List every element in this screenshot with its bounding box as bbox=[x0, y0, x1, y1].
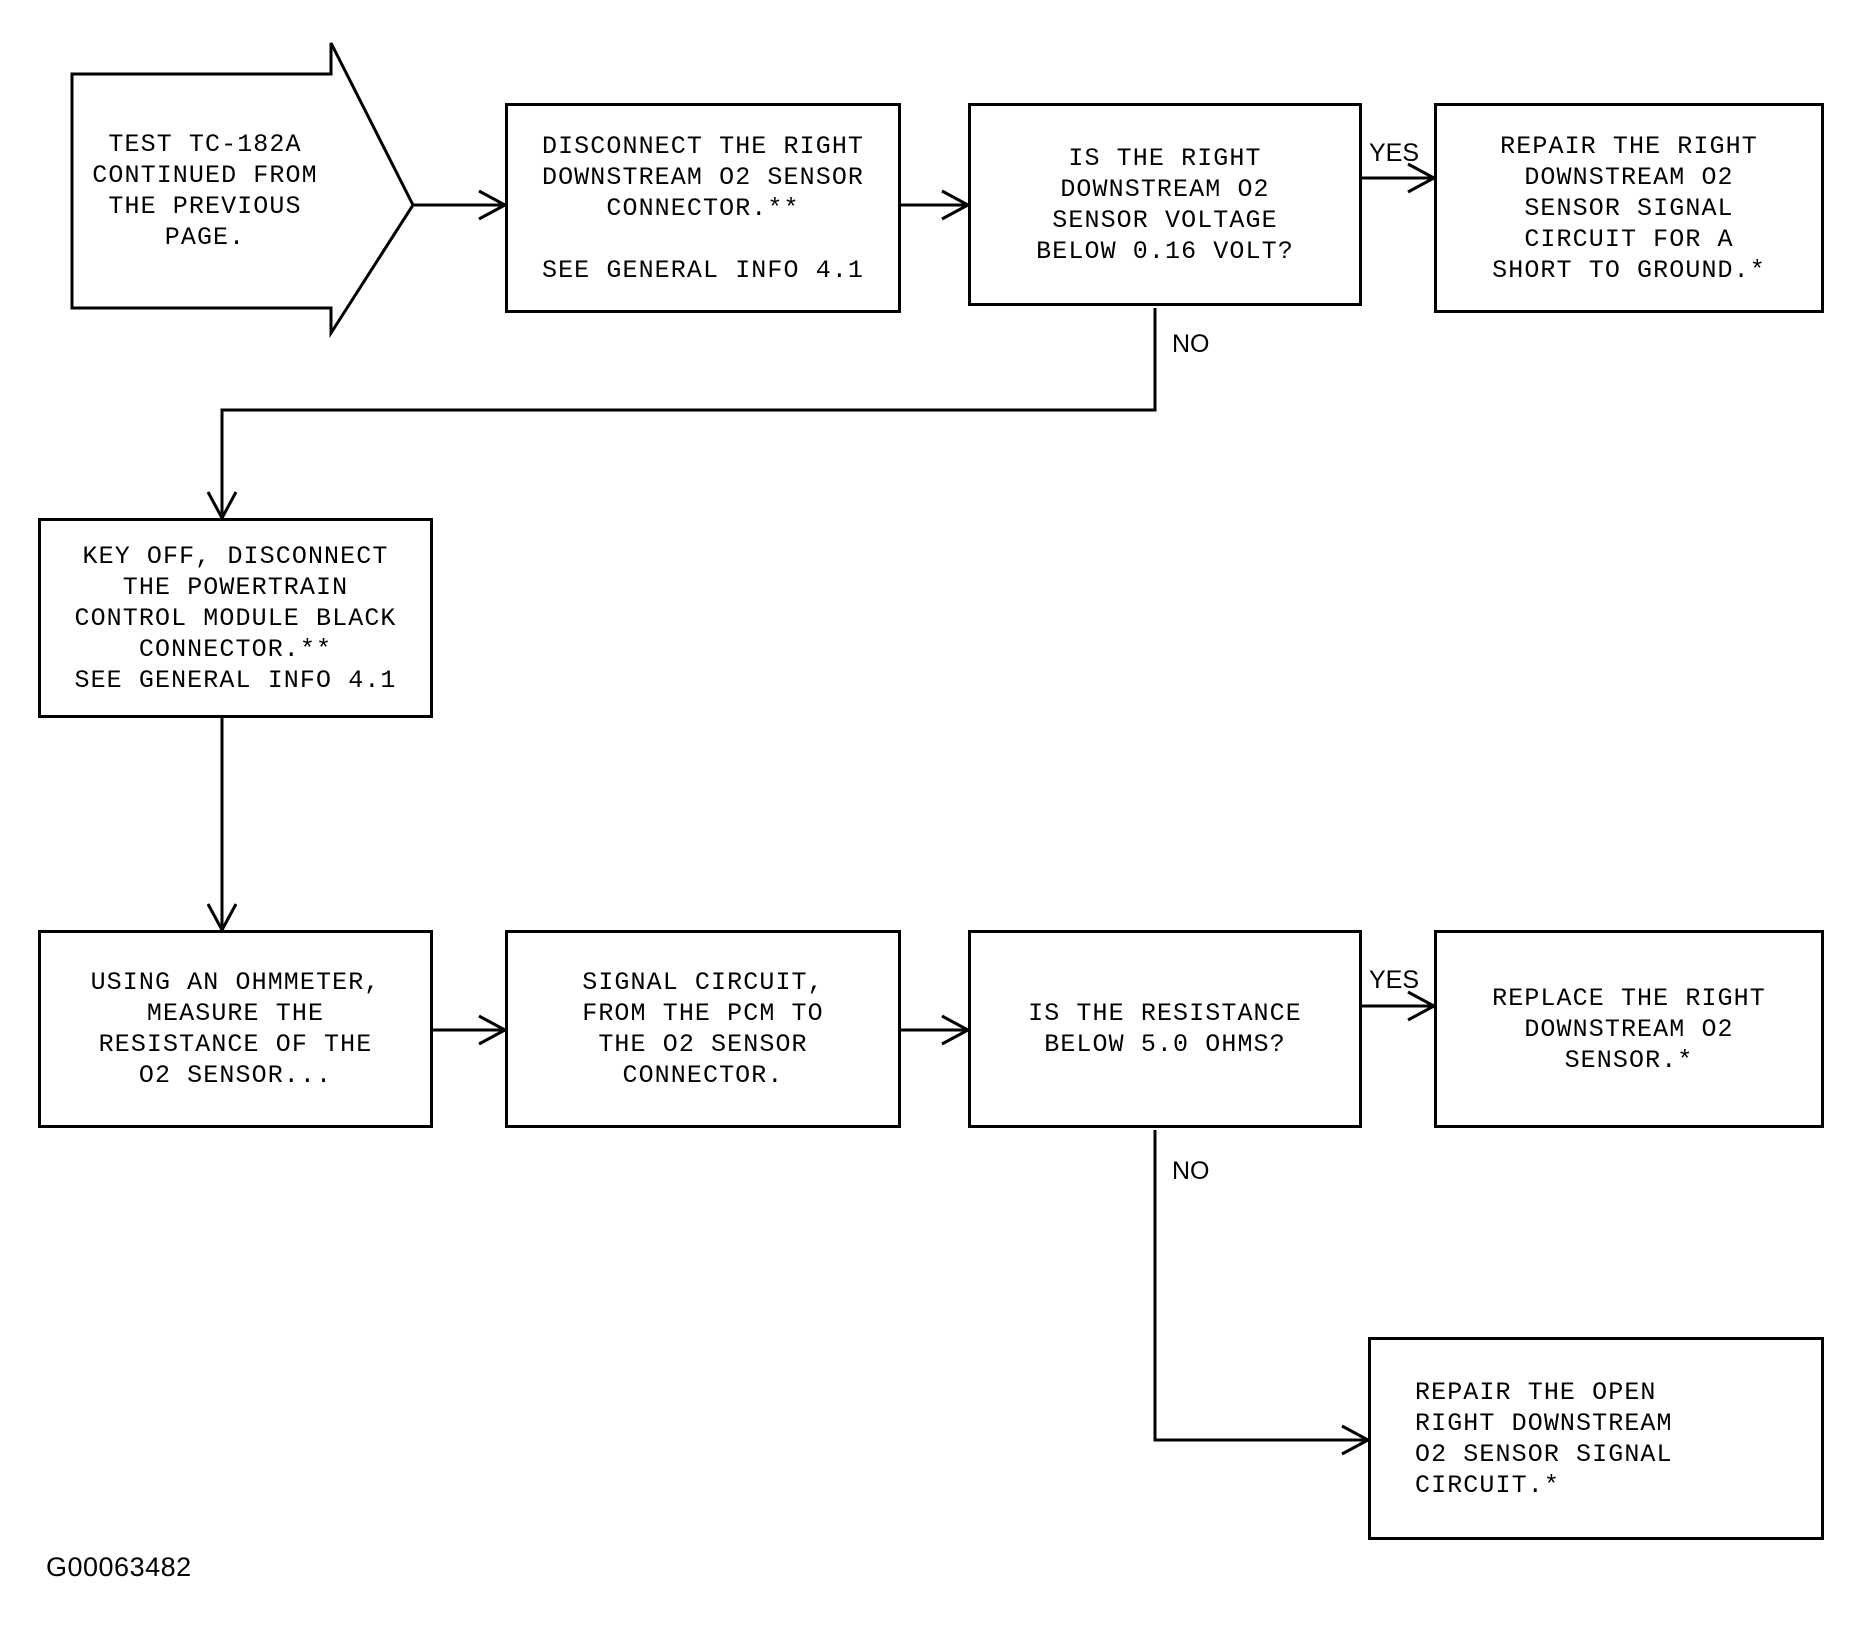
edge-label-no-resistance: NO bbox=[1172, 1157, 1210, 1185]
node-ohmmeter-text: USING AN OHMMETER, MEASURE THE RESISTANC… bbox=[90, 968, 381, 1090]
node-repair-short[interactable]: REPAIR THE RIGHT DOWNSTREAM O2 SENSOR SI… bbox=[1434, 103, 1824, 313]
arrowhead-disconnect bbox=[478, 189, 509, 221]
node-resistance-question[interactable]: IS THE RESISTANCE BELOW 5.0 OHMS? bbox=[968, 930, 1362, 1128]
arrowhead-replace bbox=[1407, 990, 1438, 1022]
node-key-off-text: KEY OFF, DISCONNECT THE POWERTRAIN CONTR… bbox=[74, 541, 397, 695]
node-resistance-question-text: IS THE RESISTANCE BELOW 5.0 OHMS? bbox=[1028, 999, 1302, 1059]
figure-code-label: G00063482 bbox=[46, 1552, 192, 1582]
edge-voltage-no bbox=[220, 308, 1157, 514]
node-start[interactable]: TEST TC-182A CONTINUED FROM THE PREVIOUS… bbox=[80, 80, 330, 302]
arrowhead-voltage bbox=[941, 189, 972, 221]
node-repair-short-text: REPAIR THE RIGHT DOWNSTREAM O2 SENSOR SI… bbox=[1492, 131, 1766, 285]
node-repair-open[interactable]: REPAIR THE OPEN RIGHT DOWNSTREAM O2 SENS… bbox=[1368, 1337, 1824, 1540]
arrowhead-ohmmeter-top bbox=[206, 903, 238, 934]
node-key-off[interactable]: KEY OFF, DISCONNECT THE POWERTRAIN CONTR… bbox=[38, 518, 433, 718]
arrowhead-resistance bbox=[941, 1014, 972, 1046]
node-start-text: TEST TC-182A CONTINUED FROM THE PREVIOUS… bbox=[92, 130, 318, 252]
node-repair-open-text: REPAIR THE OPEN RIGHT DOWNSTREAM O2 SENS… bbox=[1415, 1377, 1673, 1500]
node-voltage-question[interactable]: IS THE RIGHT DOWNSTREAM O2 SENSOR VOLTAG… bbox=[968, 103, 1362, 306]
arrowhead-signal bbox=[478, 1014, 509, 1046]
edge-label-yes-voltage: YES bbox=[1369, 139, 1420, 167]
node-signal-circuit-text: SIGNAL CIRCUIT, FROM THE PCM TO THE O2 S… bbox=[582, 968, 824, 1090]
edge-label-no-voltage: NO bbox=[1172, 330, 1210, 358]
node-replace-sensor-text: REPLACE THE RIGHT DOWNSTREAM O2 SENSOR.* bbox=[1492, 983, 1766, 1075]
node-voltage-question-text: IS THE RIGHT DOWNSTREAM O2 SENSOR VOLTAG… bbox=[1036, 143, 1294, 266]
node-ohmmeter[interactable]: USING AN OHMMETER, MEASURE THE RESISTANC… bbox=[38, 930, 433, 1128]
arrowhead-keyoff bbox=[206, 491, 238, 522]
arrowhead-repair-short bbox=[1407, 162, 1438, 194]
arrowhead-repair-open bbox=[1341, 1424, 1372, 1456]
node-replace-sensor[interactable]: REPLACE THE RIGHT DOWNSTREAM O2 SENSOR.* bbox=[1434, 930, 1824, 1128]
node-disconnect[interactable]: DISCONNECT THE RIGHT DOWNSTREAM O2 SENSO… bbox=[505, 103, 901, 313]
node-disconnect-text: DISCONNECT THE RIGHT DOWNSTREAM O2 SENSO… bbox=[541, 131, 865, 285]
node-signal-circuit[interactable]: SIGNAL CIRCUIT, FROM THE PCM TO THE O2 S… bbox=[505, 930, 901, 1128]
edge-label-yes-resistance: YES bbox=[1369, 966, 1420, 994]
